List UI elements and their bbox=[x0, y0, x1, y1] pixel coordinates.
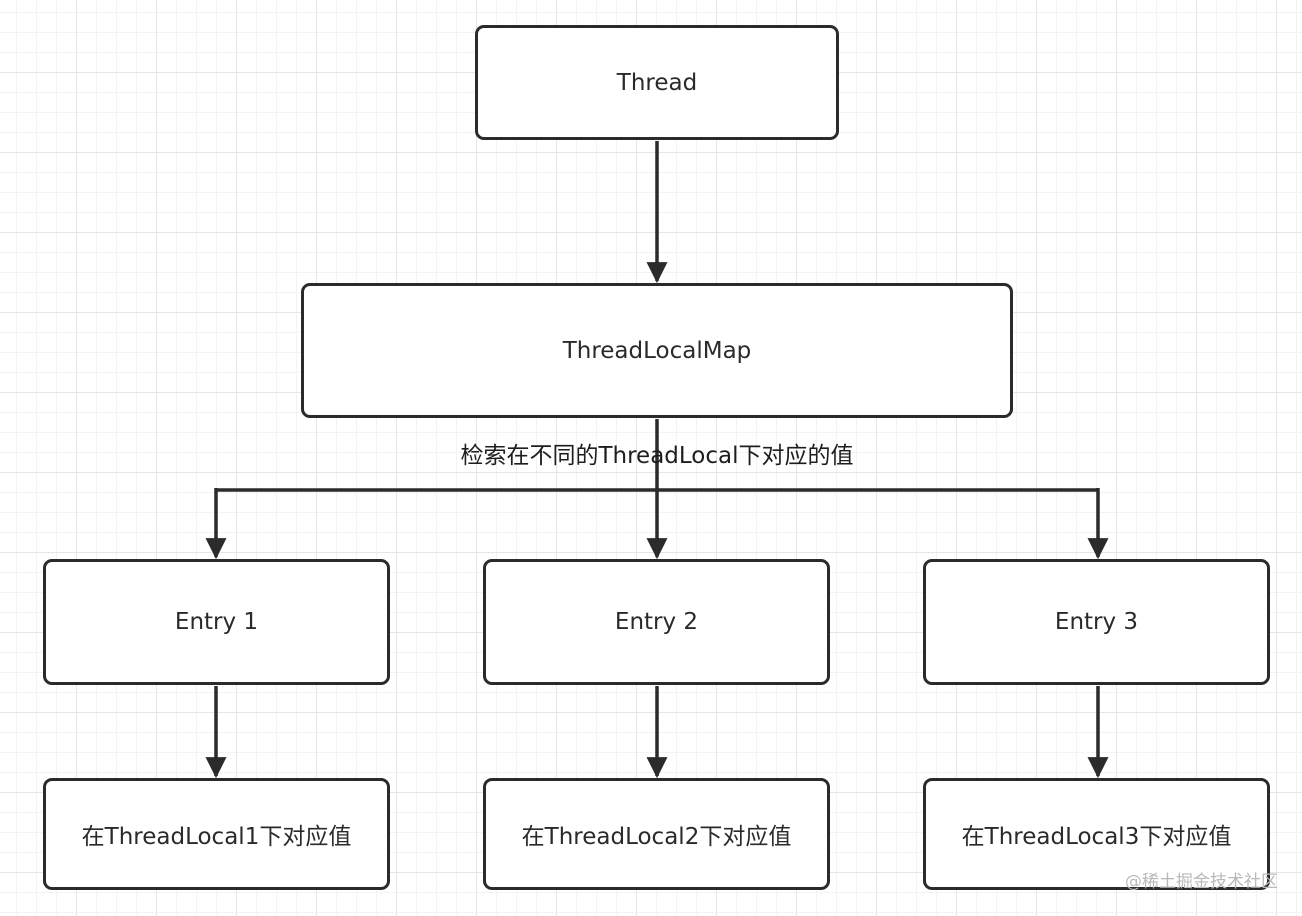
value-node-3[interactable]: 在ThreadLocal3下对应值 bbox=[923, 778, 1270, 890]
value-node-label: 在ThreadLocal3下对应值 bbox=[961, 824, 1232, 850]
threadlocalmap-node-label: ThreadLocalMap bbox=[562, 337, 752, 364]
entry-node-1[interactable]: Entry 1 bbox=[43, 559, 390, 685]
threadlocalmap-node[interactable]: ThreadLocalMap bbox=[301, 283, 1013, 418]
entry-node-label: Entry 3 bbox=[1054, 609, 1139, 635]
thread-node-label: Thread bbox=[616, 69, 698, 96]
entry-node-label: Entry 2 bbox=[614, 609, 699, 635]
entry-node-label: Entry 1 bbox=[174, 609, 259, 635]
edge-label-lookup: 检索在不同的ThreadLocal下对应的值 bbox=[460, 443, 854, 469]
value-node-2[interactable]: 在ThreadLocal2下对应值 bbox=[483, 778, 830, 890]
entry-node-2[interactable]: Entry 2 bbox=[483, 559, 830, 685]
value-node-1[interactable]: 在ThreadLocal1下对应值 bbox=[43, 778, 390, 890]
entry-node-3[interactable]: Entry 3 bbox=[923, 559, 1270, 685]
thread-node[interactable]: Thread bbox=[475, 25, 839, 140]
value-node-label: 在ThreadLocal1下对应值 bbox=[81, 824, 352, 850]
value-node-label: 在ThreadLocal2下对应值 bbox=[521, 824, 792, 850]
watermark: @稀土掘金技术社区 bbox=[1125, 872, 1278, 892]
